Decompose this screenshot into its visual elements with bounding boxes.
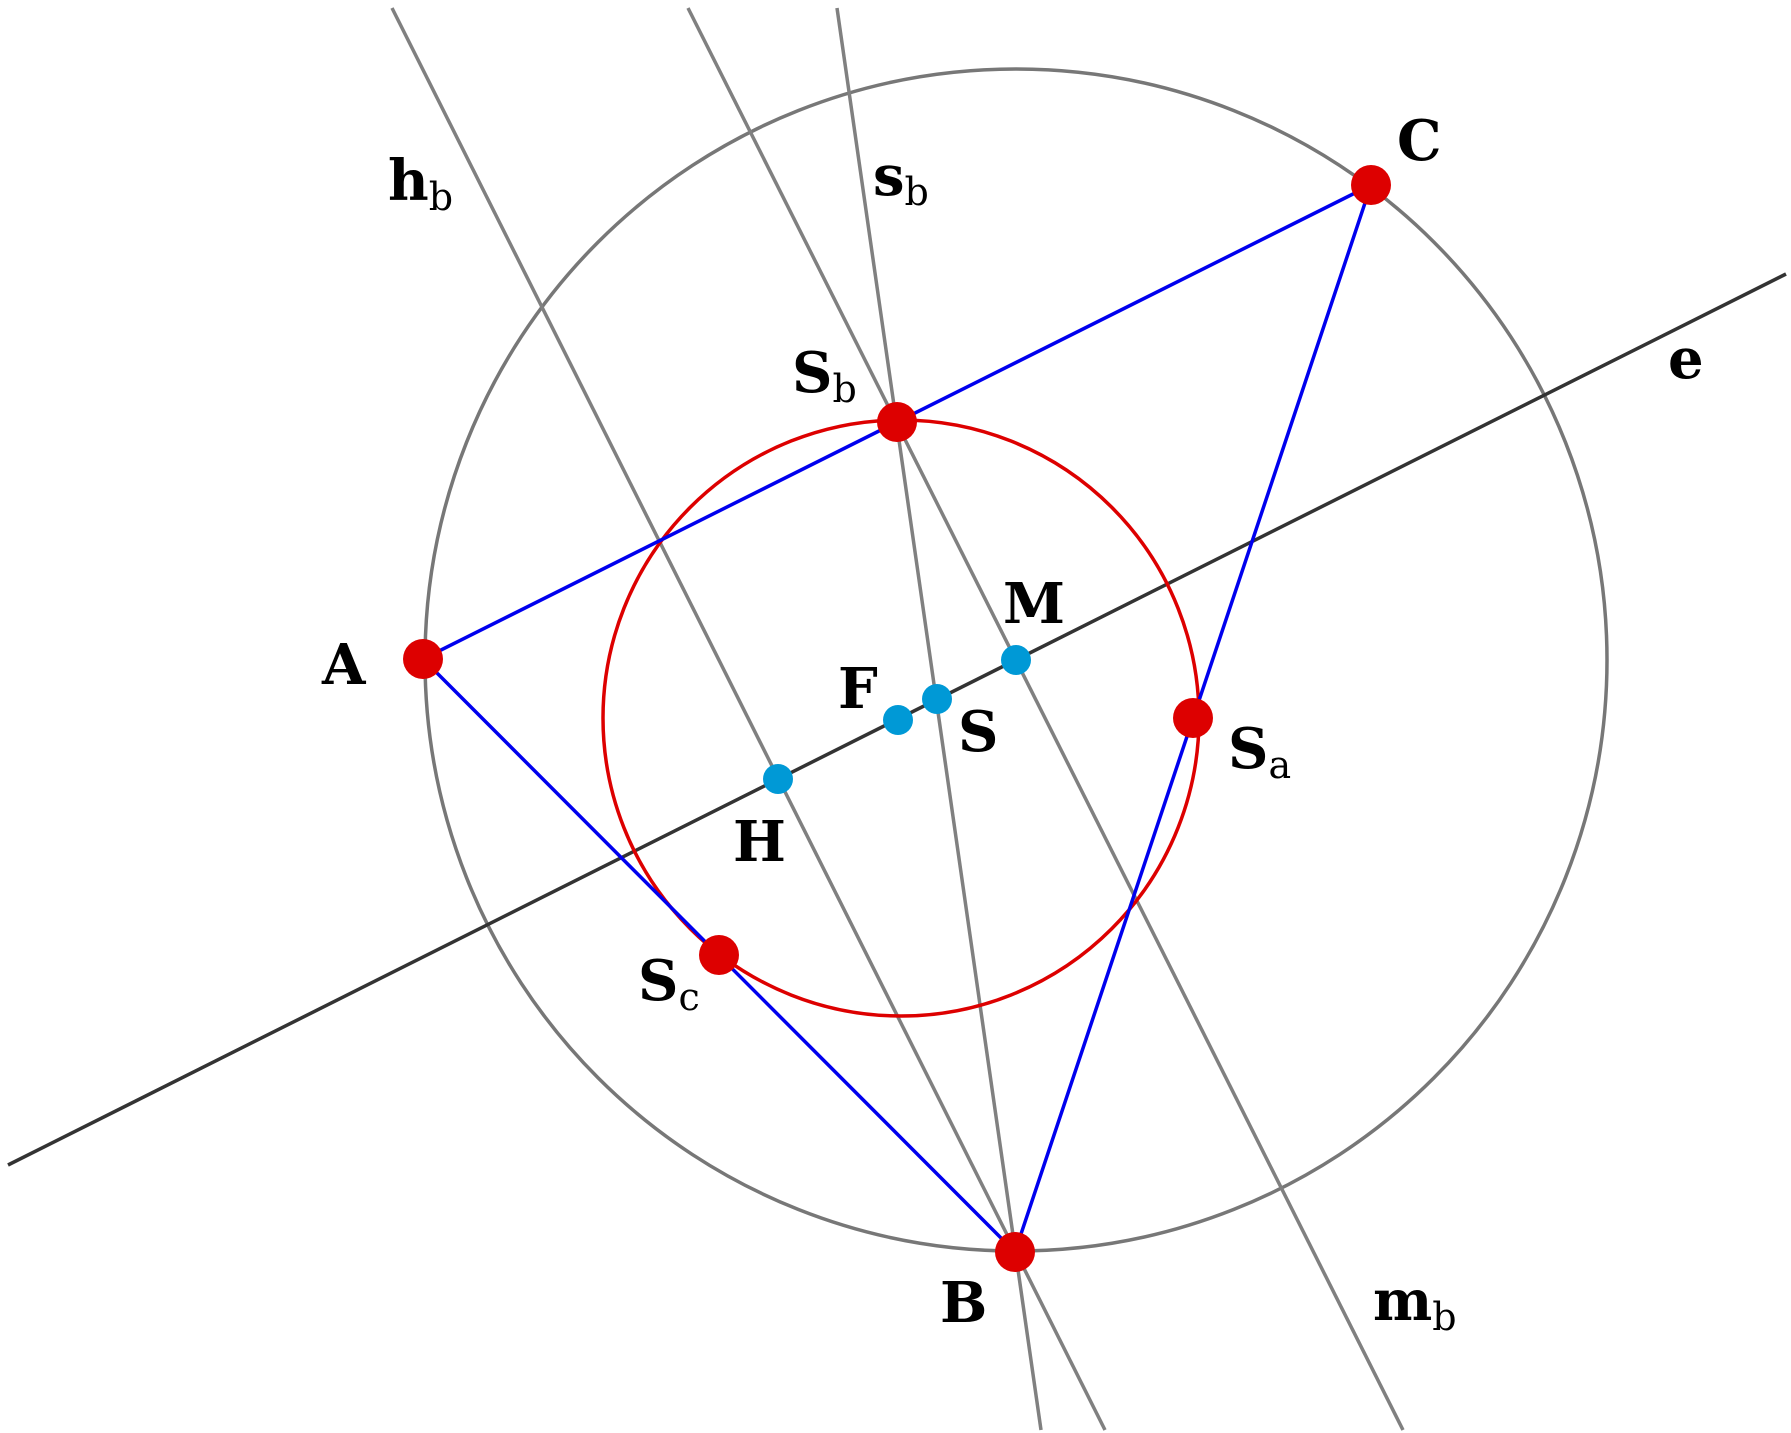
point-sc bbox=[699, 935, 739, 975]
label-e: e bbox=[1668, 326, 1704, 392]
label-a: A bbox=[321, 632, 367, 698]
point-c bbox=[1351, 165, 1391, 205]
label-b: B bbox=[940, 1270, 987, 1336]
label-sa: Sa bbox=[1228, 716, 1291, 787]
label-s: S bbox=[958, 699, 998, 765]
label-sc: Sc bbox=[638, 948, 700, 1019]
perpendicular-bisector-line-mb bbox=[686, 7, 1405, 1431]
label-m: M bbox=[1003, 571, 1065, 637]
point-s bbox=[922, 684, 952, 714]
point-b bbox=[995, 1232, 1035, 1272]
point-m bbox=[1001, 645, 1031, 675]
point-sb bbox=[877, 402, 917, 442]
point-a bbox=[403, 639, 443, 679]
point-h bbox=[763, 764, 793, 794]
label-c: C bbox=[1397, 108, 1442, 174]
label-sb: Sb bbox=[792, 340, 857, 411]
altitude-line-hb bbox=[390, 7, 1107, 1431]
label-sb-median: sb bbox=[873, 143, 929, 214]
label-h: H bbox=[733, 809, 786, 875]
label-f: F bbox=[838, 656, 878, 722]
point-f bbox=[883, 705, 913, 735]
label-mb: mb bbox=[1373, 1268, 1457, 1339]
point-sa bbox=[1173, 698, 1213, 738]
median-line-sb bbox=[835, 7, 1043, 1431]
label-hb: hb bbox=[388, 148, 453, 219]
